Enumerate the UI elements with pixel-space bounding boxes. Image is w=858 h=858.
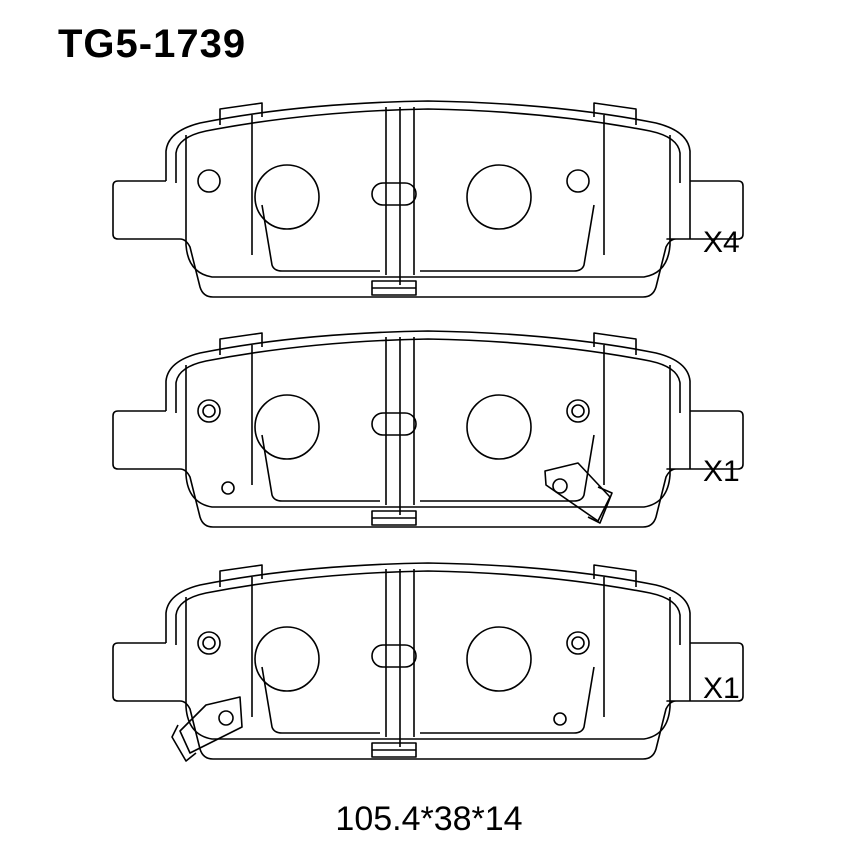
center-oblong-slot bbox=[371, 644, 417, 668]
mounting-hole-right-inner bbox=[571, 636, 585, 650]
wear-indicator-plate bbox=[179, 696, 243, 754]
piston-circle-right bbox=[466, 394, 532, 460]
mounting-hole-right bbox=[566, 399, 590, 423]
dimensions-label: 105.4*38*14 bbox=[335, 800, 523, 838]
right-top-tab bbox=[593, 564, 637, 587]
left-top-tab bbox=[219, 102, 263, 125]
friction-pocket bbox=[261, 204, 595, 272]
backing-plate-outline bbox=[112, 642, 744, 760]
left-top-tab bbox=[219, 564, 263, 587]
part-number-title: TG5-1739 bbox=[58, 22, 247, 66]
backing-plate-outline bbox=[112, 180, 744, 298]
brake-pad-drawing-3 bbox=[112, 562, 744, 762]
backing-plate-body bbox=[165, 562, 691, 701]
mounting-hole-right bbox=[566, 169, 590, 193]
inner-edge bbox=[175, 108, 681, 183]
mounting-hole-left bbox=[197, 631, 221, 655]
right-top-tab bbox=[593, 332, 637, 355]
inner-edge bbox=[175, 338, 681, 413]
center-oblong-slot bbox=[371, 182, 417, 206]
wear-indicator-clip bbox=[587, 486, 613, 524]
friction-material-outline bbox=[185, 135, 671, 278]
piston-circle-right bbox=[466, 164, 532, 230]
backing-plate-body bbox=[165, 330, 691, 469]
wear-indicator-hole bbox=[218, 710, 234, 726]
mounting-hole-left-inner bbox=[202, 636, 216, 650]
quantity-label-1: X4 bbox=[703, 226, 740, 259]
quantity-label-2: X1 bbox=[703, 455, 740, 488]
mounting-hole-right-inner bbox=[571, 404, 585, 418]
friction-pocket bbox=[261, 666, 595, 734]
piston-circle-left bbox=[254, 626, 320, 692]
piston-circle-left bbox=[254, 394, 320, 460]
friction-pocket bbox=[261, 434, 595, 502]
mounting-hole-left-inner bbox=[202, 404, 216, 418]
mounting-hole-left bbox=[197, 399, 221, 423]
wear-indicator-plate bbox=[544, 462, 611, 522]
backing-plate-body bbox=[165, 100, 691, 239]
friction-material-outline bbox=[185, 597, 671, 740]
wear-indicator-hole bbox=[552, 478, 568, 494]
right-top-tab bbox=[593, 102, 637, 125]
friction-material-outline bbox=[185, 365, 671, 508]
left-top-tab bbox=[219, 332, 263, 355]
piston-circle-left bbox=[254, 164, 320, 230]
brake-pad-drawing-2 bbox=[112, 330, 744, 528]
quantity-label-3: X1 bbox=[703, 672, 740, 705]
piston-circle-right bbox=[466, 626, 532, 692]
backing-plate-outline bbox=[112, 410, 744, 528]
center-oblong-slot bbox=[371, 412, 417, 436]
wear-indicator-clip bbox=[171, 724, 197, 762]
rivet-hole bbox=[553, 712, 567, 726]
mounting-hole-right bbox=[566, 631, 590, 655]
rivet-hole bbox=[221, 481, 235, 495]
mounting-hole-left bbox=[197, 169, 221, 193]
brake-pad-drawing-1 bbox=[112, 100, 744, 298]
inner-edge bbox=[175, 570, 681, 645]
